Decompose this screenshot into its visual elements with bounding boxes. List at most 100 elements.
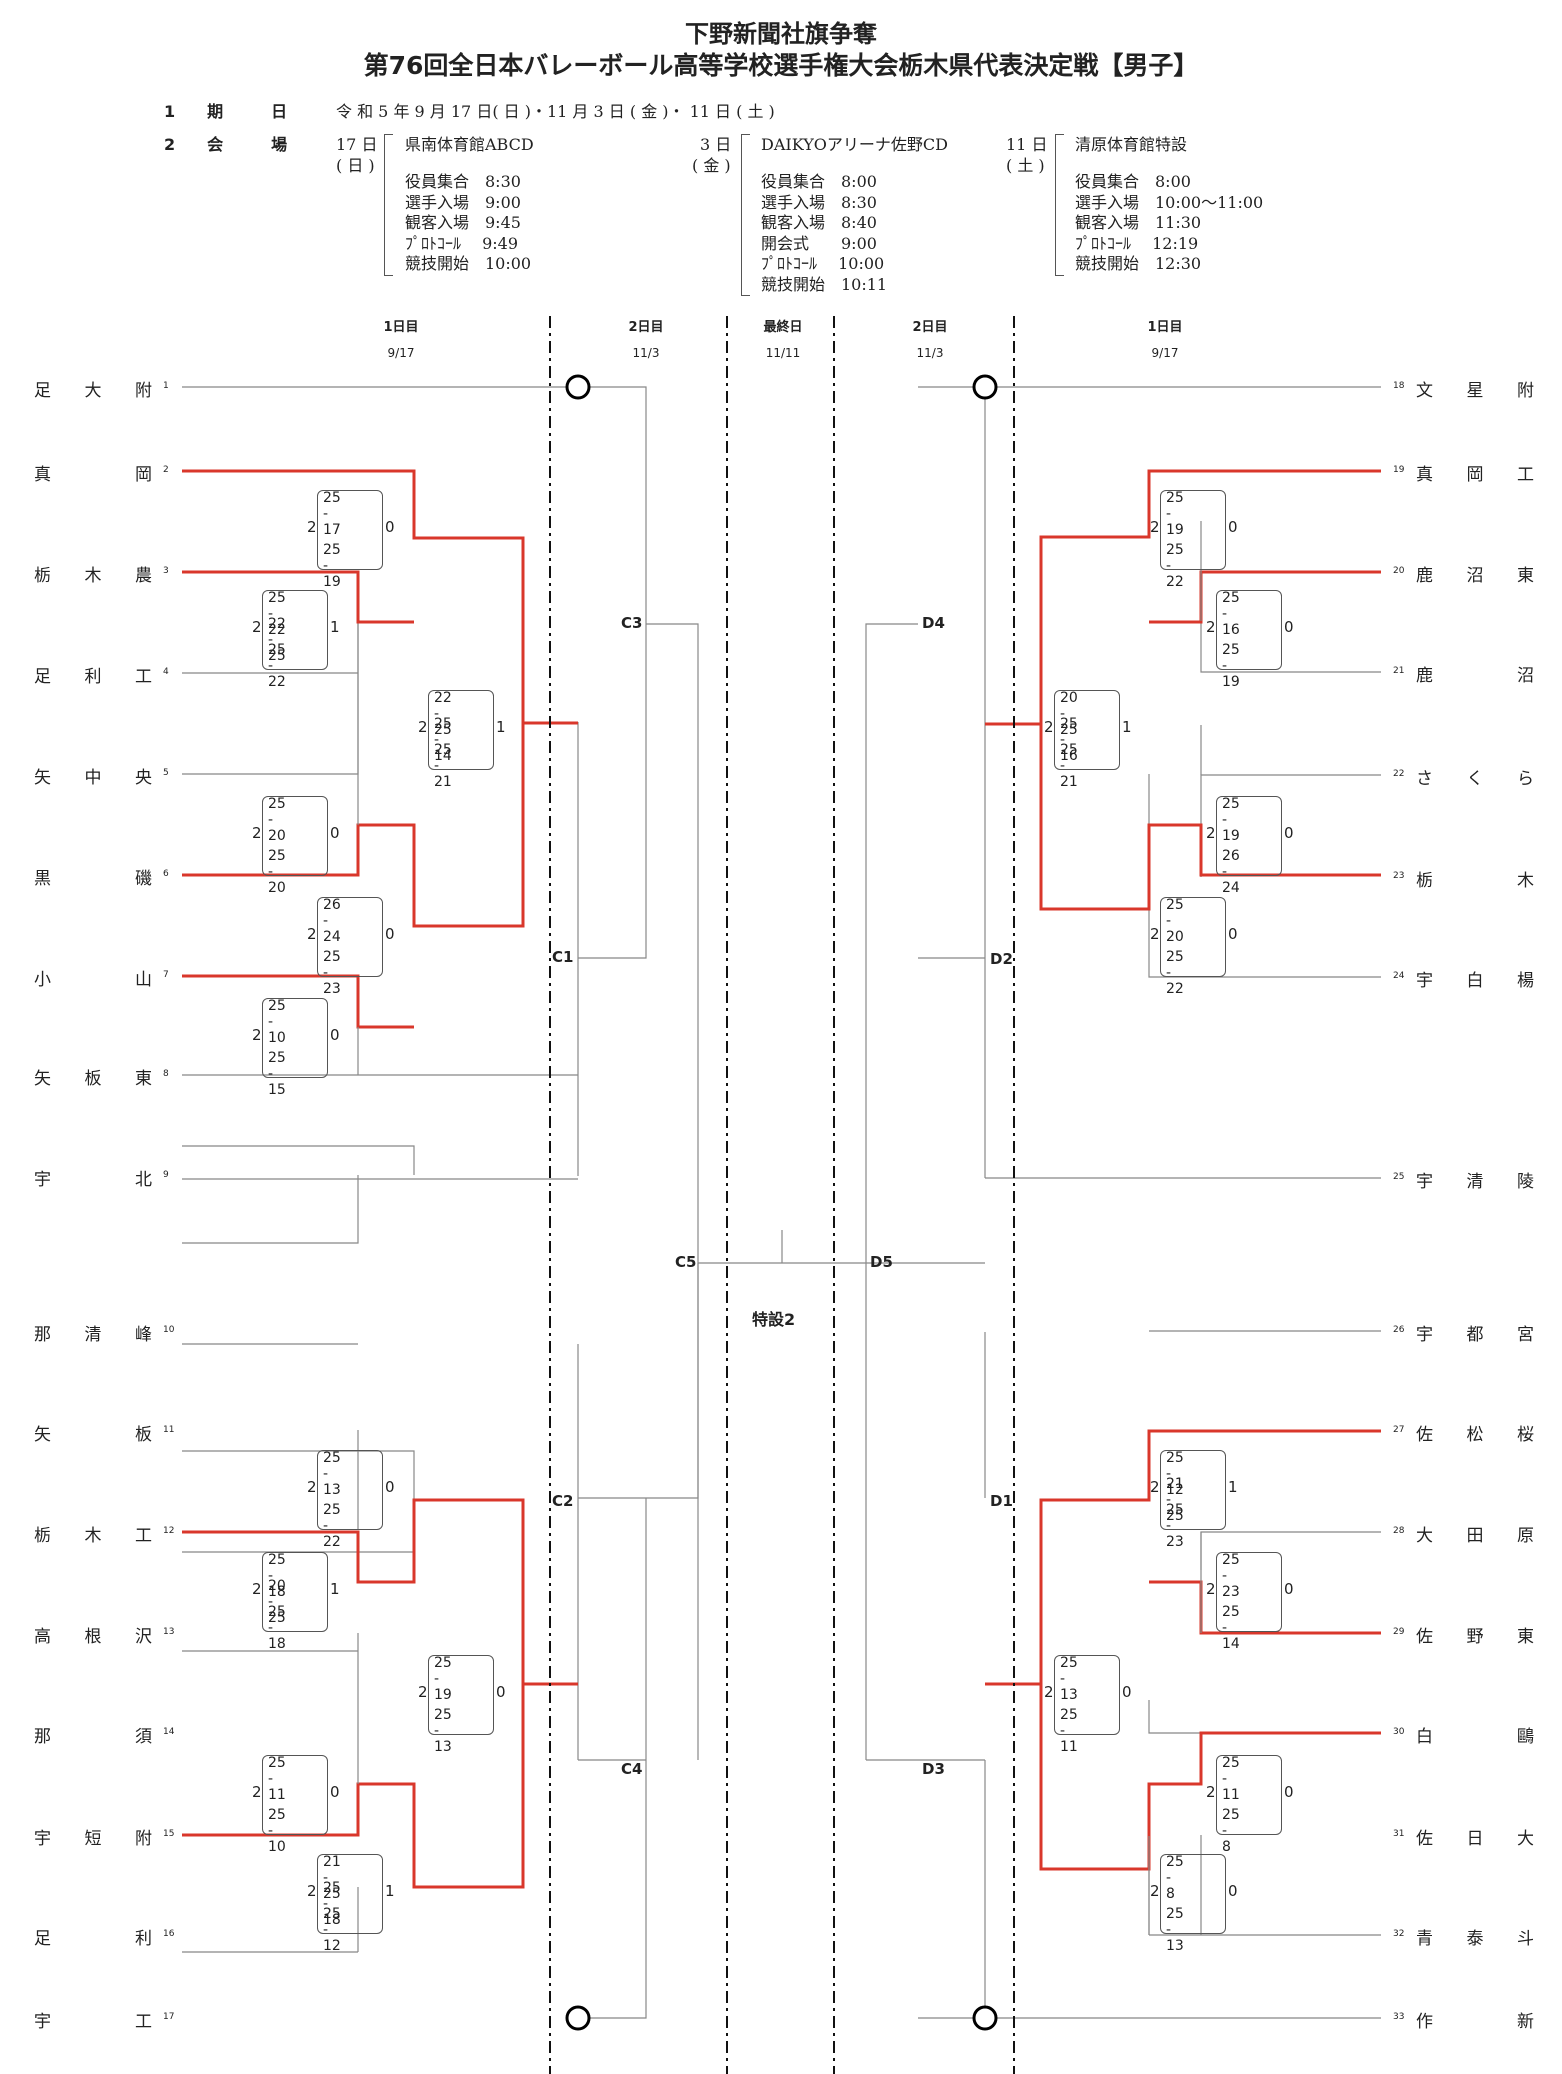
left-team-2: 真岡 bbox=[34, 460, 152, 485]
left-team-number: 3 bbox=[163, 566, 169, 576]
left-team-number: 11 bbox=[163, 1425, 175, 1435]
col2-label: 2日目 bbox=[628, 320, 664, 335]
col3-label: 最終日 bbox=[763, 320, 803, 335]
venue3-name: 清原体育館特設 bbox=[1075, 135, 1188, 154]
right-team-number: 25 bbox=[1393, 1172, 1405, 1182]
right-team-number: 20 bbox=[1393, 566, 1405, 576]
set-score: 25 - 20 bbox=[268, 796, 286, 844]
sets-lost: 0 bbox=[1284, 1580, 1294, 1598]
sets-won: 2 bbox=[1150, 1478, 1160, 1496]
left-team-number: 5 bbox=[163, 768, 169, 778]
left-team-char: 短 bbox=[84, 1829, 102, 1849]
right-team-number: 31 bbox=[1393, 1829, 1405, 1839]
set-score: 25 - 22 bbox=[1166, 949, 1184, 997]
venue-label: 2 会 場 bbox=[164, 135, 288, 154]
left-team-char: 東 bbox=[135, 1069, 152, 1089]
venue3-day: 11 日 bbox=[1006, 135, 1048, 154]
sets-won: 2 bbox=[307, 1478, 317, 1496]
left-team-char: 須 bbox=[135, 1727, 152, 1747]
right-team-char: 宇 bbox=[1416, 1325, 1433, 1345]
set-score: 25 - 19 bbox=[1166, 490, 1184, 538]
right-team-char: 田 bbox=[1466, 1526, 1484, 1546]
right-team-char: 宇 bbox=[1416, 1172, 1433, 1192]
set-score: 25 - 14 bbox=[1222, 1604, 1240, 1652]
right-team-char: 沼 bbox=[1517, 666, 1534, 686]
set-score: 25 - 22 bbox=[268, 642, 286, 690]
date-label: 1 期 日 bbox=[164, 102, 288, 121]
set-score: 25 - 8 bbox=[1166, 1854, 1184, 1902]
left-team-14: 那須 bbox=[34, 1722, 152, 1747]
set-score: 25 - 10 bbox=[268, 1807, 286, 1855]
sets-won: 2 bbox=[252, 824, 262, 842]
right-team-char: 泰 bbox=[1466, 1929, 1484, 1949]
right-team-char: 白 bbox=[1466, 971, 1484, 991]
right-team-32: 青泰斗 bbox=[1416, 1924, 1534, 1949]
col4-date: 11/3 bbox=[916, 346, 944, 360]
right-team-number: 24 bbox=[1393, 971, 1405, 981]
right-team-char: 桜 bbox=[1517, 1425, 1534, 1445]
left-team-char: 農 bbox=[135, 566, 152, 586]
left-team-6: 黒磯 bbox=[34, 864, 152, 889]
left-team-char: 央 bbox=[135, 768, 152, 788]
sets-won: 2 bbox=[1044, 718, 1054, 736]
set-score: 20 - 25 bbox=[268, 1578, 286, 1626]
right-team-number: 23 bbox=[1393, 871, 1405, 881]
right-team-char: 楊 bbox=[1517, 971, 1534, 991]
set-score: 25 - 19 bbox=[1222, 642, 1240, 690]
set-score: 25 - 22 bbox=[268, 590, 286, 638]
sets-lost: 0 bbox=[385, 925, 395, 943]
title-sub: 第76回全日本バレーボール高等学校選手権大会栃木県代表決定戦【男子】 bbox=[363, 51, 1199, 80]
right-team-number: 29 bbox=[1393, 1627, 1405, 1637]
left-team-12: 栃木工 bbox=[34, 1521, 152, 1546]
right-team-char: 青 bbox=[1416, 1929, 1433, 1949]
venue2-day: 3 日 bbox=[700, 135, 732, 154]
date-value: 令 和 5 年 9 月 17 日( 日 )・11 月 3 日 ( 金 )・ 11… bbox=[336, 102, 775, 121]
set-score: 25 - 13 bbox=[1166, 1906, 1184, 1954]
sets-won: 2 bbox=[252, 618, 262, 636]
set-score: 25 - 19 bbox=[1222, 796, 1240, 844]
left-team-char: 山 bbox=[135, 970, 152, 990]
right-team-char: 大 bbox=[1416, 1526, 1433, 1546]
sets-won: 2 bbox=[1206, 618, 1216, 636]
right-team-23: 栃木 bbox=[1416, 866, 1534, 891]
left-team-char: 宇 bbox=[34, 2012, 51, 2032]
left-team-char: 木 bbox=[84, 1526, 102, 1546]
sets-lost: 1 bbox=[1228, 1478, 1238, 1496]
set-score: 25 - 22 bbox=[323, 1502, 341, 1550]
set-score: 25 - 23 bbox=[323, 949, 341, 997]
match-c5: C5 bbox=[675, 1253, 697, 1271]
sets-won: 2 bbox=[418, 718, 428, 736]
sets-won: 2 bbox=[307, 925, 317, 943]
left-team-number: 7 bbox=[163, 970, 169, 980]
left-team-9: 宇北 bbox=[34, 1165, 152, 1190]
right-team-char: 松 bbox=[1466, 1425, 1484, 1445]
col1-date: 9/17 bbox=[387, 346, 415, 360]
set-score: 25 - 10 bbox=[268, 998, 286, 1046]
right-team-char: 作 bbox=[1416, 2012, 1433, 2032]
left-team-char: 北 bbox=[135, 1170, 152, 1190]
right-team-number: 30 bbox=[1393, 1727, 1405, 1737]
right-team-char: 宮 bbox=[1517, 1325, 1534, 1345]
match-d3: D3 bbox=[922, 1760, 945, 1778]
sets-lost: 0 bbox=[1228, 518, 1238, 536]
set-score: 22 - 25 bbox=[434, 690, 452, 738]
venue3-dow: ( 土 ) bbox=[1006, 156, 1045, 175]
left-team-char: 峰 bbox=[135, 1325, 152, 1345]
right-team-18: 文星附 bbox=[1416, 376, 1534, 401]
left-team-16: 足利 bbox=[34, 1924, 152, 1949]
sets-lost: 0 bbox=[1228, 1882, 1238, 1900]
left-team-char: 宇 bbox=[34, 1829, 51, 1849]
right-team-char: 鹿 bbox=[1416, 566, 1433, 586]
sets-won: 2 bbox=[1150, 925, 1160, 943]
left-team-number: 8 bbox=[163, 1069, 169, 1079]
sets-won: 2 bbox=[1150, 1882, 1160, 1900]
set-score: 25 - 23 bbox=[1222, 1552, 1240, 1600]
final-venue: 特設2 bbox=[752, 1310, 796, 1329]
left-team-11: 矢板 bbox=[34, 1420, 152, 1445]
sets-lost: 1 bbox=[330, 618, 340, 636]
left-team-char: 根 bbox=[84, 1627, 102, 1647]
sets-lost: 0 bbox=[1284, 824, 1294, 842]
sets-won: 2 bbox=[1206, 824, 1216, 842]
set-score: 25 - 12 bbox=[323, 1906, 341, 1954]
set-score: 25 - 13 bbox=[323, 1450, 341, 1498]
